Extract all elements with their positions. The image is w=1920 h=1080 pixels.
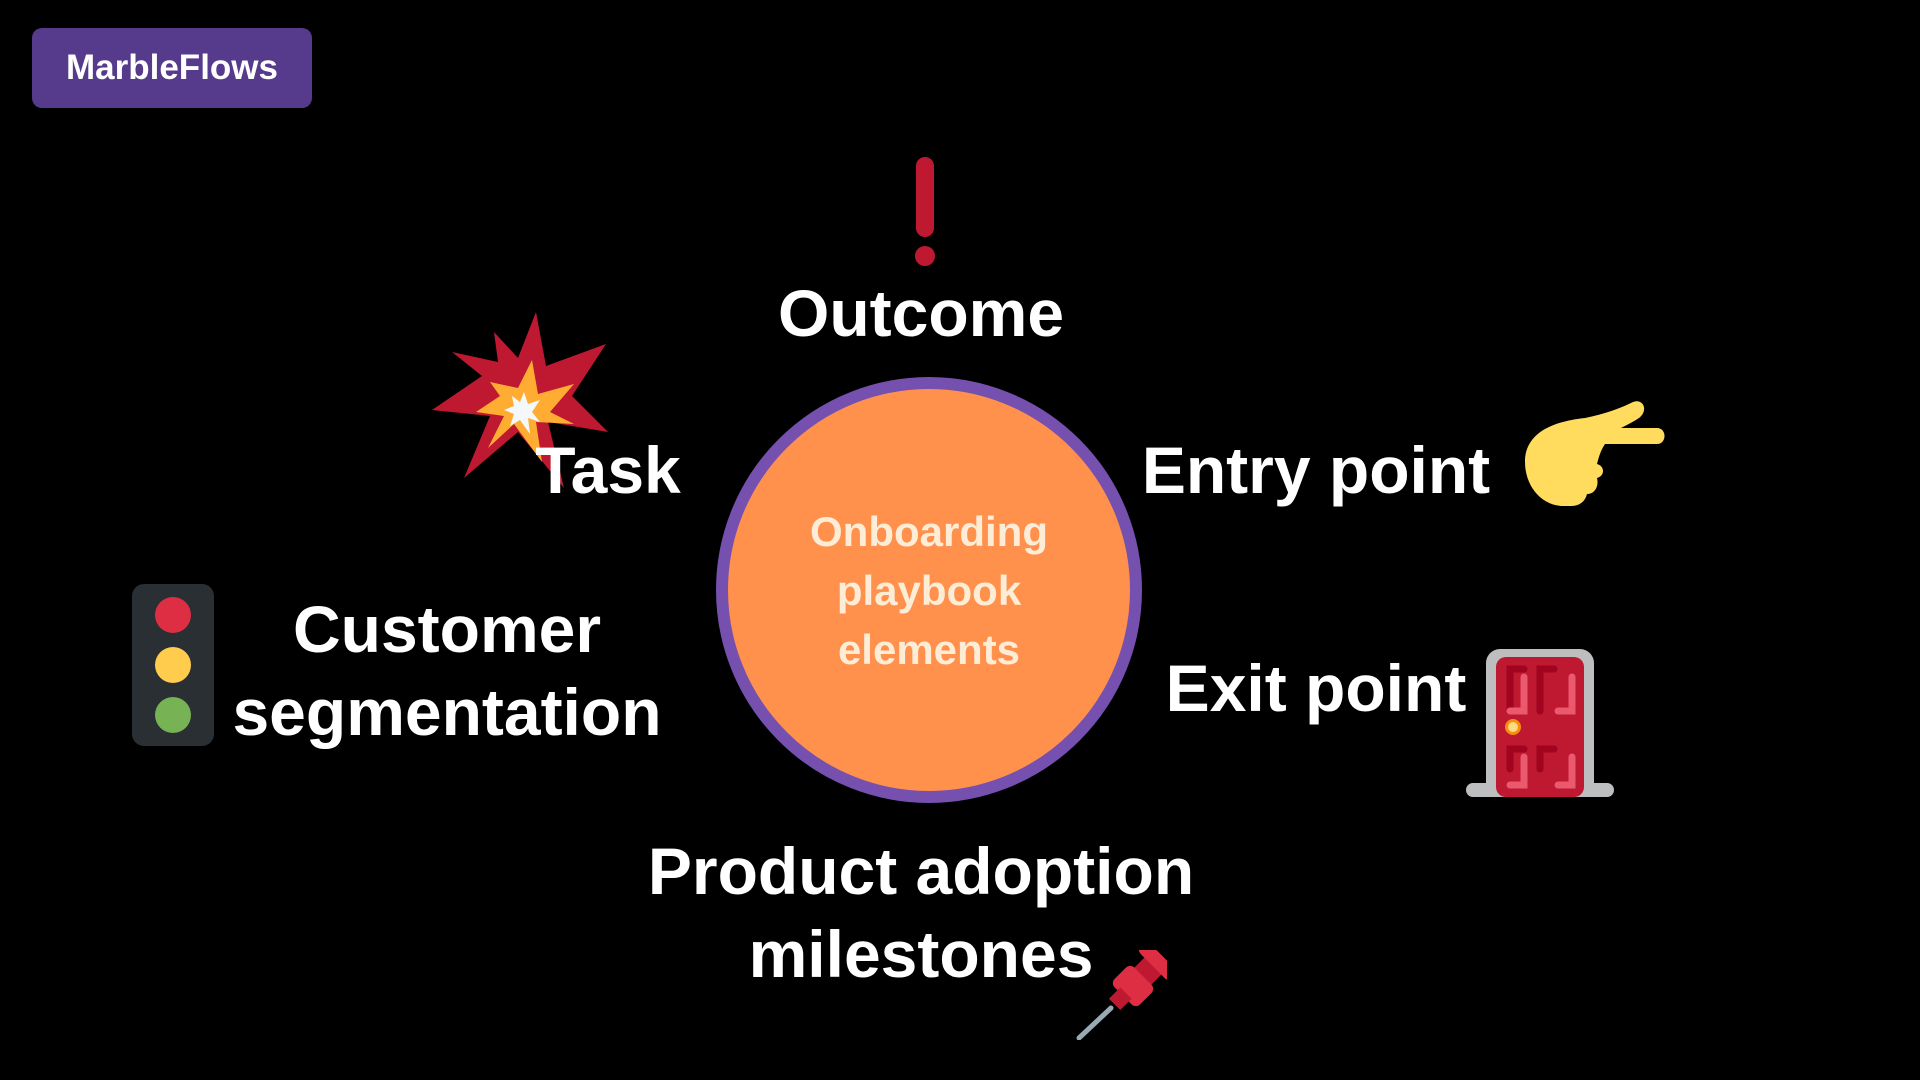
label-customer-segmentation-line2: segmentation [232,675,662,749]
center-circle: Onboarding playbook elements [716,377,1142,803]
center-line-2: playbook [836,566,1022,614]
brand-logo: MarbleFlows [32,28,312,108]
label-customer-segmentation-line1: Customer [292,592,602,666]
explosion-icon [432,312,608,488]
center-line-1: Onboarding [810,507,1048,555]
pointing-hand-icon [1525,401,1665,506]
exclamation-icon [915,157,935,266]
center-line-3: elements [837,625,1021,673]
traffic-light-icon [132,584,214,746]
door-icon [1466,649,1614,797]
label-exit-point: Exit point [1165,651,1467,725]
label-product-adoption-line1: Product adoption [647,834,1195,908]
label-entry-point: Entry point [1141,433,1491,507]
brand-name: MarbleFlows [66,48,278,87]
label-outcome: Outcome [777,276,1065,350]
label-product-adoption-line2: milestones [748,917,1094,991]
pushpin-icon [1076,950,1167,1040]
label-task: Task [535,433,681,507]
